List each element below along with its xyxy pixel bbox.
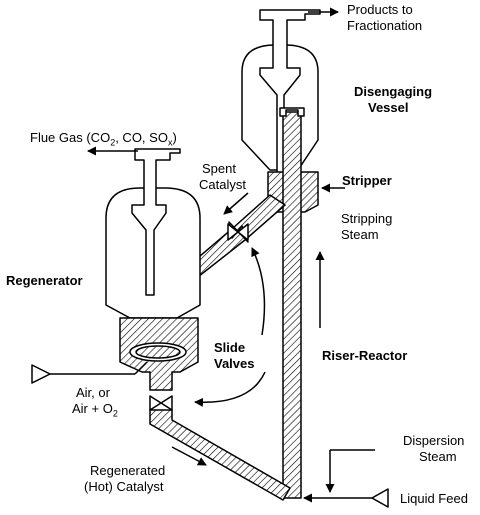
dispersion-steam-label: Dispersion Steam <box>403 433 465 464</box>
slide-valve-pointer-arrows <box>194 247 266 407</box>
stripper-label: Stripper <box>342 173 392 188</box>
disengager-cyclone <box>259 9 321 176</box>
regenerated-catalyst-label: Regenerated (Hot) Catalyst <box>84 463 166 494</box>
stripping-steam-label: Stripping Steam <box>341 211 393 242</box>
riser-reactor-pipe <box>279 107 305 499</box>
riser-reactor-label: Riser-Reactor <box>322 348 408 363</box>
liquid-feed-label: Liquid Feed <box>400 491 468 506</box>
air-distributor-ring <box>129 342 187 362</box>
liquid-feed-line <box>303 488 389 508</box>
products-label: Products to Fractionation <box>347 2 423 33</box>
regenerated-catalyst-arrow <box>171 446 207 466</box>
regenerated-catalyst-slide-valve <box>149 395 173 411</box>
spent-catalyst-arrow <box>223 192 249 215</box>
spent-catalyst-label: Spent Catalyst <box>199 161 246 192</box>
dispersion-steam-line <box>325 449 375 493</box>
spent-catalyst-slide-valve <box>227 221 249 243</box>
regenerated-catalyst-standpipe <box>149 409 291 501</box>
flue-gas-label: Flue Gas (CO2, CO, SOx) <box>30 130 177 148</box>
slide-valves-label: Slide Valves <box>214 340 255 371</box>
regenerator-cyclone <box>131 148 181 296</box>
air-inlet-line <box>31 361 148 384</box>
disengaging-vessel-label: Disengaging Vessel <box>354 84 433 115</box>
air-inlet-label: Air, or Air + O2 <box>72 385 118 419</box>
regenerator-label: Regenerator <box>6 273 83 288</box>
